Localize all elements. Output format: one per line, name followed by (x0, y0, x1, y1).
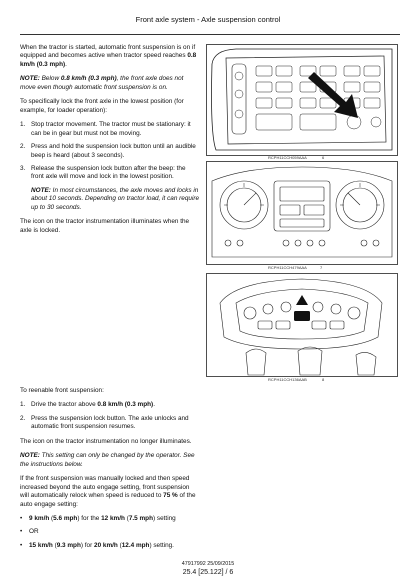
header-rule (20, 34, 400, 35)
lock-intro-paragraph: To specifically lock the front axle in t… (20, 98, 184, 114)
figure-switch-panel: RCPH11CCH059AAA 6 (206, 44, 398, 160)
figure-console-overview: RCPH11CCH136AAB 8 (206, 273, 398, 382)
figure-instrument-cluster: RCPH11CCH479AAA 7 (206, 161, 398, 270)
list-item: 1.Drive the tractor above 0.8 km/h (0.3 … (20, 401, 155, 409)
console-overview-illustration (206, 273, 398, 377)
lock-steps-list: 1.Stop tractor movement. The tractor mus… (20, 121, 200, 212)
lock-time-note: NOTE: In most circumstances, the axle mo… (31, 186, 200, 211)
instructions-lower: To reenable front suspension: 1.Drive th… (20, 387, 200, 555)
locked-icon-paragraph: The icon on the tractor instrumentation … (20, 218, 190, 234)
reenable-heading: To reenable front suspension: (20, 387, 104, 394)
reenable-steps-list: 1.Drive the tractor above 0.8 km/h (0.3 … (20, 401, 200, 431)
speed-note: NOTE: Below 0.8 km/h (0.3 mph), the fron… (20, 75, 184, 91)
footer-page-number: 25.4 [25.122] / 6 (182, 569, 234, 576)
list-item: 2.Press the suspension lock button. The … (20, 414, 189, 431)
list-item: 2.Press and hold the suspension lock but… (20, 143, 196, 159)
list-item: 1.Stop tractor movement. The tractor mus… (20, 121, 191, 137)
instrument-cluster-illustration (206, 161, 398, 265)
list-item: 3.Release the suspension lock button aft… (20, 164, 200, 211)
relock-paragraph: If the front suspension was manually loc… (20, 475, 196, 508)
auto-suspension-paragraph: When the tractor is started, automatic f… (20, 44, 197, 68)
list-item: OR (20, 528, 200, 537)
operator-note: NOTE: This setting can only be changed b… (20, 452, 195, 468)
speed-settings-list: 9 km/h (5.6 mph) for the 12 km/h (7.5 mp… (20, 515, 200, 551)
footer-document-id: 47917992 25/09/2015 (181, 561, 235, 567)
list-item: 9 km/h (5.6 mph) for the 12 km/h (7.5 mp… (20, 515, 200, 524)
list-item: 15 km/h (9.3 mph) for 20 km/h (12.4 mph)… (20, 542, 200, 551)
page-header: Front axle system - Axle suspension cont… (135, 15, 281, 24)
instructions-upper: When the tractor is started, automatic f… (20, 44, 200, 241)
icon-off-paragraph: The icon on the tractor instrumentation … (20, 437, 192, 445)
switch-panel-illustration (206, 44, 398, 156)
